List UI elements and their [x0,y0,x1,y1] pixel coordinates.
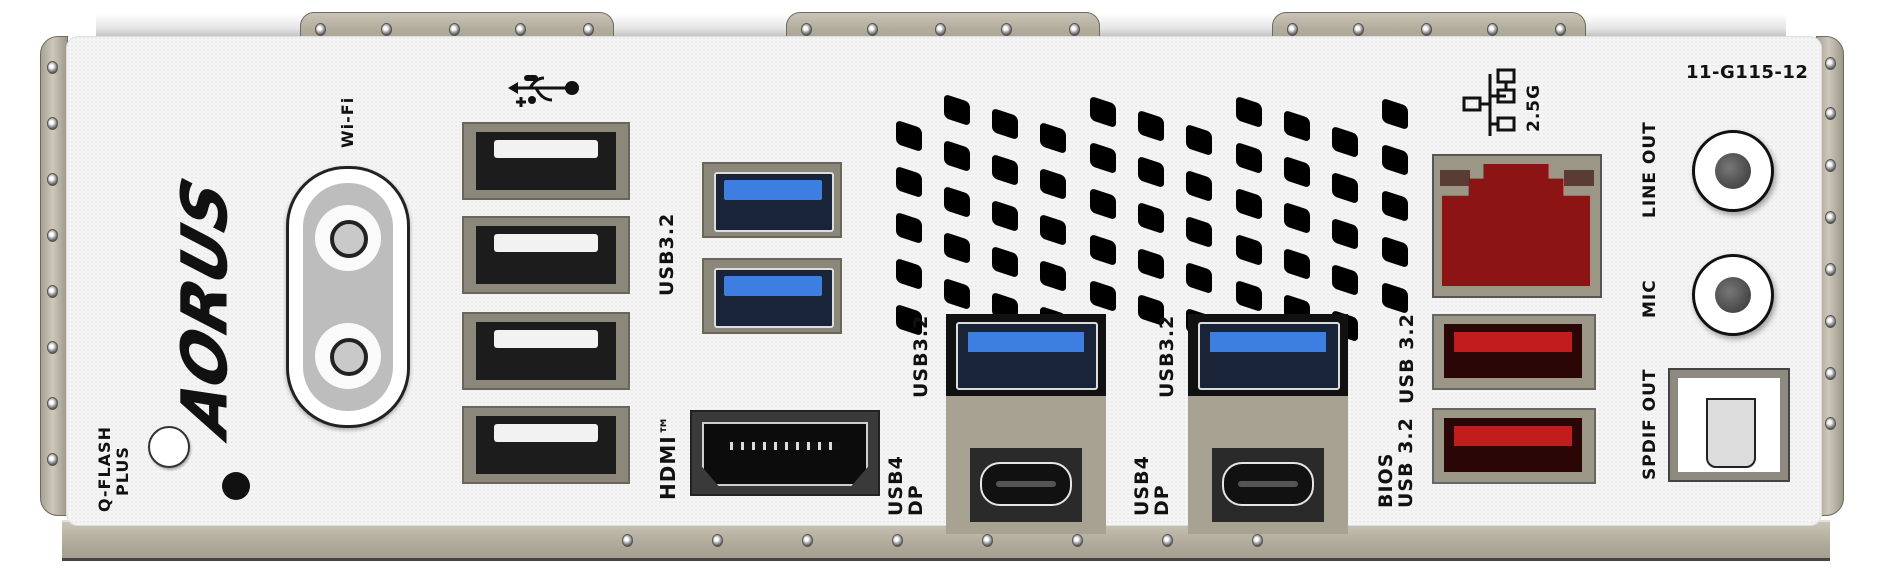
usb4-label: USB4 [885,455,907,516]
usb-stack-2 [1188,314,1348,534]
usb-port-white-4[interactable] [462,406,630,484]
bios-label: BIOS [1375,452,1397,508]
qflash-led-indicator [222,472,250,500]
qflash-label: Q-FLASH PLUS [95,426,132,512]
usb32-port-blue-1[interactable] [702,162,842,238]
part-number: 11-G115-12 [1686,62,1809,83]
hdmi-port[interactable] [690,410,880,496]
usb-icon [508,75,579,107]
rj45-lan-port[interactable] [1432,154,1602,298]
wifi-label: Wi-Fi [338,96,357,148]
usb4-typec-port-1[interactable] [980,462,1072,506]
line-out-jack[interactable] [1692,130,1774,212]
usb32-port-stack2[interactable] [1188,314,1348,396]
dp-label: DP [905,484,927,516]
usb-port-white-3[interactable] [462,312,630,390]
usb32-port-red-1[interactable] [1432,314,1596,390]
mic-label: MIC [1640,279,1660,318]
usb32-stack2-label: USB3.2 [1156,314,1178,398]
bios-usb32-label: BIOS USB 3.2 [1375,417,1417,508]
left-flange [40,36,68,516]
usb4-label: USB4 [1131,455,1153,516]
spdif-out-label: SPDIF OUT [1640,368,1660,480]
qflash-label-line2: PLUS [113,446,132,496]
line-out-label: LINE OUT [1640,121,1660,218]
usb32-port-stack1[interactable] [946,314,1106,396]
usb32-stack1-label: USB3.2 [910,314,932,398]
mic-jack[interactable] [1692,254,1774,336]
aorus-logo: AORUS [168,168,242,444]
lan-led-left [1440,170,1470,186]
qflash-label-line1: Q-FLASH [95,426,114,512]
usb-port-white-1[interactable] [462,122,630,200]
lan-speed-label: 2.5G [1524,83,1544,132]
usb32-port-blue-2[interactable] [702,258,842,334]
network-icon [1462,68,1516,136]
usb4-typec-port-2[interactable] [1222,462,1314,506]
wifi-antenna-port-1[interactable] [315,205,381,271]
usb32-red-top-label: USB 3.2 [1396,313,1418,404]
dp-label: DP [1151,484,1173,516]
spdif-optical-port[interactable] [1668,368,1790,482]
hdmi-label: HDMI™ [656,414,680,500]
wifi-antenna-connector[interactable] [286,166,410,428]
usb32-left-label: USB3.2 [656,212,678,296]
usb4-dp-stack2-label: USB4 DP [1131,455,1173,516]
usb32-label: USB 3.2 [1395,417,1417,508]
usb-stack-1 [946,314,1106,534]
wifi-antenna-port-2[interactable] [315,323,381,389]
lan-led-right [1564,170,1594,186]
usb-port-white-2[interactable] [462,216,630,294]
usb32-bios-port-red-2[interactable] [1432,408,1596,484]
usb4-dp-stack1-label: USB4 DP [885,455,927,516]
qflash-plus-button[interactable] [148,426,190,468]
